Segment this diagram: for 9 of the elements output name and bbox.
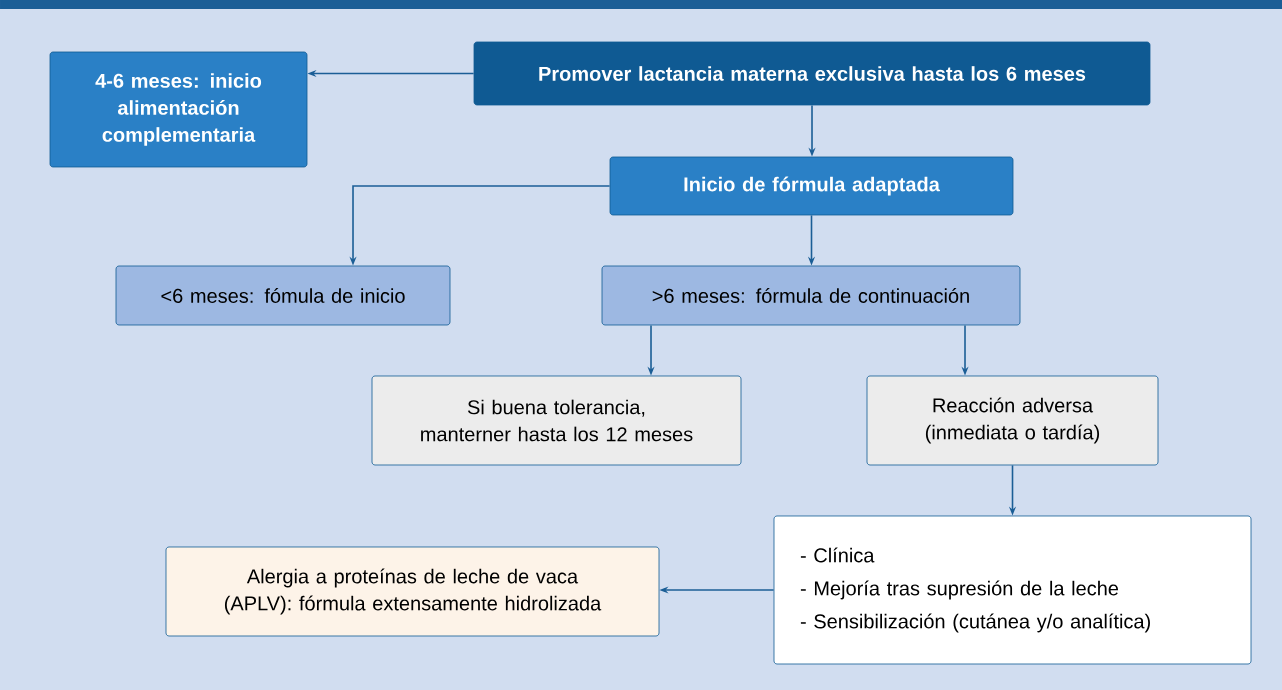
process-box: 4-6 meses: inicio alimentación complementaria <box>49 51 308 168</box>
criteria-box: - Clínica - Mejoría tras supresión de la leche - Sensibilización (cutánea y/o analítica) <box>773 515 1252 665</box>
process-box: Inicio de fórmula adaptada <box>609 156 1014 216</box>
option-box: <6 meses: fómula de inicio <box>115 265 451 326</box>
diagnosis-box: Alergia a proteínas de leche de vaca (APLV): fórmula extensamente hidrolizada <box>165 546 660 637</box>
outcome-box: Si buena tolerancia, manterner hasta los 12 meses <box>371 375 742 466</box>
option-box: >6 meses: fórmula de continuación <box>601 265 1021 326</box>
outcome-box: Reacción adversa (inmediata o tardía) <box>866 375 1159 466</box>
process-box: Promover lactancia materna exclusiva hasta los 6 meses <box>473 41 1151 106</box>
